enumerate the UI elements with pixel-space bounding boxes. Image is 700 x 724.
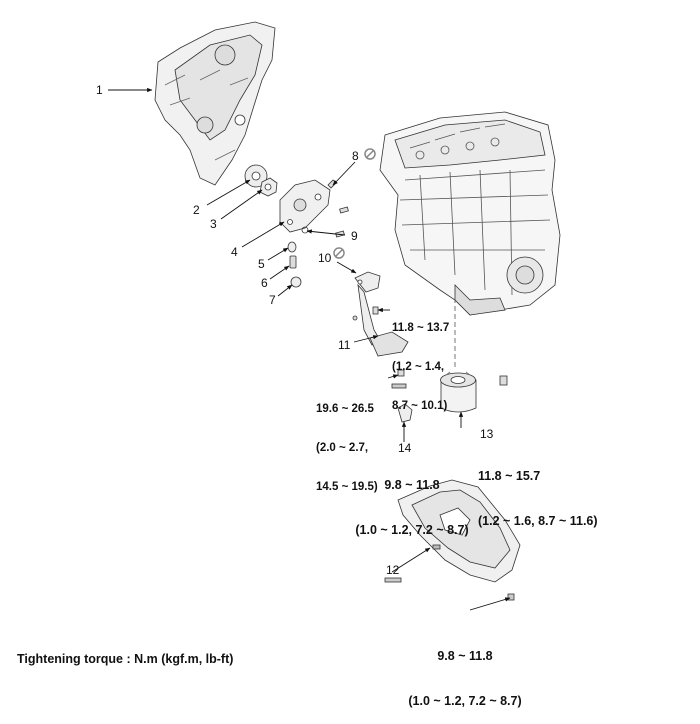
oil-pump-outer-rotor [259,177,278,197]
callout-10: 10 [318,251,332,265]
torque-filter: 11.8 ~ 15.7 (1.2 ~ 1.6, 8.7 ~ 11.6) [478,469,598,528]
do-not-reuse-icon [364,148,376,160]
tightening-torque-legend: Tightening torque : N.m (kgf.m, lb-ft) [17,652,234,666]
callout-8: 8 [352,149,359,163]
oil-pan [397,479,521,583]
leader-lines [108,87,511,611]
torque-sensor-bolt: 19.6 ~ 26.5 (2.0 ~ 2.7, 14.5 ~ 19.5) [316,403,378,493]
callout-1: 1 [96,83,103,97]
oil-pan-bolt [384,577,515,601]
callout-3: 3 [210,217,217,231]
callout-13: 13 [480,427,494,441]
oil-pressure-switch-gasket [327,179,349,238]
torque-sensor: 9.8 ~ 11.8 (1.0 ~ 1.2, 7.2 ~ 8.7) [355,478,469,537]
strainer-bolt [352,306,379,321]
callout-4: 4 [231,245,238,259]
callout-11: 11 [338,338,351,352]
do-not-reuse-icon [333,247,345,259]
relief-spring [289,255,297,269]
oil-temperature-sensor [391,369,413,423]
torque-pan: 9.8 ~ 11.8 (1.0 ~ 1.2, 7.2 ~ 8.7) [408,649,522,708]
callout-5: 5 [258,257,265,271]
retainer-plug [290,276,302,288]
oil-pump-inner-rotor [244,164,268,188]
oil-screen [354,271,409,357]
torque-strainer: 11.8 ~ 13.7 (1.2 ~ 1.4, 8.7 ~ 10.1) [392,322,450,412]
callout-12: 12 [386,563,400,577]
exploded-view-diagram: 1 2 3 4 5 6 7 8 9 10 11 12 13 14 [96,21,561,611]
callout-14: 14 [398,441,412,455]
oil-pump-cover [279,179,331,233]
callout-6: 6 [261,276,268,290]
relief-plunger [287,241,297,253]
oil-filter [440,371,477,413]
callout-2: 2 [193,203,200,217]
filter-fitting [499,375,508,386]
callout-7: 7 [269,293,276,307]
engine-block [379,111,561,316]
timing-chain-cover [154,21,276,186]
callout-9: 9 [351,229,358,243]
